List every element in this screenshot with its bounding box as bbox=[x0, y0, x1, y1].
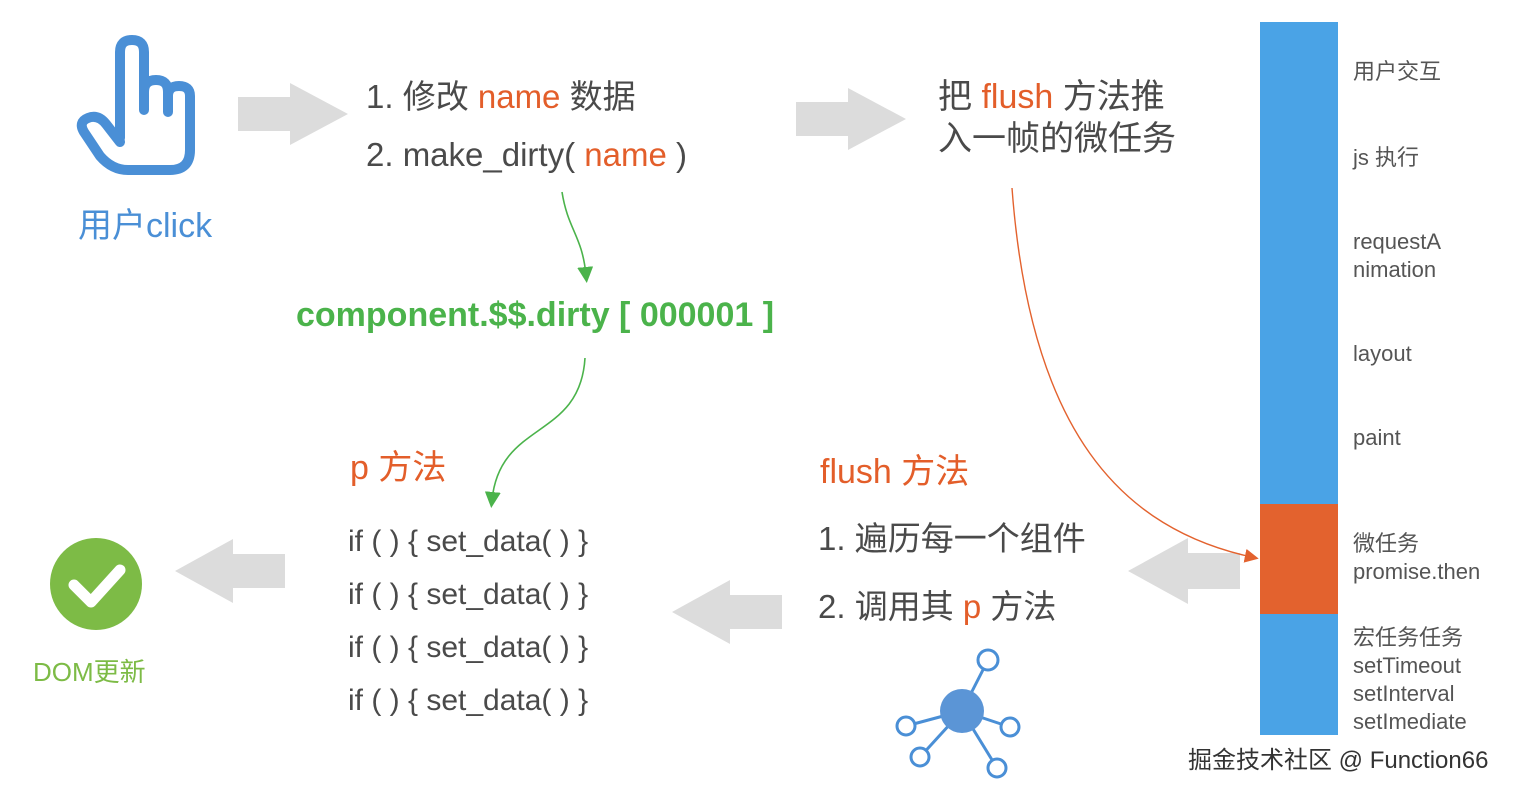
arrow-p-to-dom bbox=[175, 539, 285, 603]
frame-segment-js: js 执行 bbox=[1353, 144, 1419, 172]
frame-segment-line: setInterval bbox=[1353, 681, 1455, 706]
flush-step2-suffix: 方法 bbox=[981, 588, 1057, 625]
step-modify-name: 1. 修改 name 数据 bbox=[366, 70, 636, 118]
frame-segment-microtask: 微任务 promise.then bbox=[1353, 530, 1480, 586]
push-flush-text: 把 flush 方法推 入一帧的微任务 bbox=[938, 76, 1176, 160]
step-modify-prefix: 1. 修改 bbox=[366, 78, 478, 115]
frame-segment-line: setImediate bbox=[1353, 709, 1467, 734]
frame-segment-macrotask: 宏任务任务 setTimeout setInterval setImediate bbox=[1353, 624, 1467, 736]
frame-segment-line: setTimeout bbox=[1353, 653, 1462, 678]
frame-segment-line: 宏任务任务 bbox=[1353, 625, 1464, 650]
flush-method-highlight: flush bbox=[820, 453, 892, 491]
frame-segment-line: nimation bbox=[1353, 257, 1437, 282]
arrow-p-connector bbox=[484, 357, 586, 508]
frame-segment-raf: requestA nimation bbox=[1353, 228, 1441, 284]
user-click-label: 用户click bbox=[78, 207, 213, 245]
flush-step2-prefix: 2. 调用其 bbox=[818, 588, 963, 625]
push-line1-suffix: 方法推 bbox=[1053, 78, 1165, 116]
push-flush-line1: 把 flush 方法推 bbox=[938, 76, 1176, 118]
network-node-icon bbox=[895, 648, 1021, 779]
frame-segment-user-interaction: 用户交互 bbox=[1353, 58, 1441, 86]
flush-method-suffix: 方法 bbox=[891, 453, 970, 491]
step-dirty-highlight: name bbox=[584, 136, 667, 173]
component-dirty-label: component.$$.dirty [ 000001 ] bbox=[296, 296, 775, 334]
flush-step-call-p: 2. 调用其 p 方法 bbox=[818, 580, 1056, 628]
p-method-highlight: p bbox=[350, 449, 369, 487]
step-dirty-suffix: ) bbox=[666, 136, 687, 173]
flow-arrows bbox=[175, 83, 1240, 644]
push-line1-highlight: flush bbox=[981, 78, 1054, 116]
p-method-title: p 方法 bbox=[350, 440, 446, 489]
arrow-steps-to-push bbox=[796, 88, 906, 150]
code-line: if ( ) { set_data( ) } bbox=[348, 631, 589, 664]
code-line: if ( ) { set_data( ) } bbox=[348, 684, 589, 717]
frame-segment-line: js 执行 bbox=[1353, 145, 1420, 170]
check-circle-icon bbox=[50, 538, 142, 630]
frame-bar bbox=[1260, 22, 1338, 735]
flush-method-title: flush 方法 bbox=[820, 444, 969, 493]
flush-step-traverse: 1. 遍历每一个组件 bbox=[818, 520, 1086, 557]
arrow-frame-to-flush bbox=[1128, 538, 1240, 604]
frame-segment-layout: layout bbox=[1353, 340, 1412, 368]
step-make-dirty: 2. make_dirty( name ) bbox=[366, 136, 687, 174]
frame-bar-microtask bbox=[1260, 504, 1338, 614]
frame-segment-line: 微任务 bbox=[1353, 531, 1420, 556]
p-method-suffix: 方法 bbox=[368, 449, 447, 487]
frame-segment-line: paint bbox=[1353, 425, 1401, 450]
frame-segment-line: promise.then bbox=[1353, 559, 1481, 584]
hand-pointer-icon bbox=[76, 35, 195, 175]
flush-step2-highlight: p bbox=[962, 588, 982, 625]
frame-segment-line: 用户交互 bbox=[1353, 59, 1442, 84]
step-dirty-prefix: 2. make_dirty( bbox=[366, 136, 585, 173]
step-modify-suffix: 数据 bbox=[560, 78, 636, 115]
frame-segment-paint: paint bbox=[1353, 424, 1401, 452]
code-line: if ( ) { set_data( ) } bbox=[348, 578, 589, 611]
dom-update-label: DOM更新 bbox=[33, 657, 146, 687]
code-line: if ( ) { set_data( ) } bbox=[348, 525, 589, 558]
push-flush-line2: 入一帧的微任务 bbox=[938, 120, 1176, 158]
arrow-dirty-connector bbox=[561, 191, 594, 283]
arrow-click-to-steps bbox=[238, 83, 348, 145]
frame-segment-line: requestA bbox=[1353, 229, 1442, 254]
watermark: 掘金技术社区 @ Function66 bbox=[1188, 747, 1489, 774]
arrow-flush-to-p bbox=[672, 580, 782, 644]
step-modify-highlight: name bbox=[477, 78, 561, 115]
push-line1-prefix: 把 bbox=[938, 78, 982, 116]
frame-segment-line: layout bbox=[1353, 341, 1412, 366]
arrow-push-to-microtask bbox=[1011, 187, 1259, 563]
